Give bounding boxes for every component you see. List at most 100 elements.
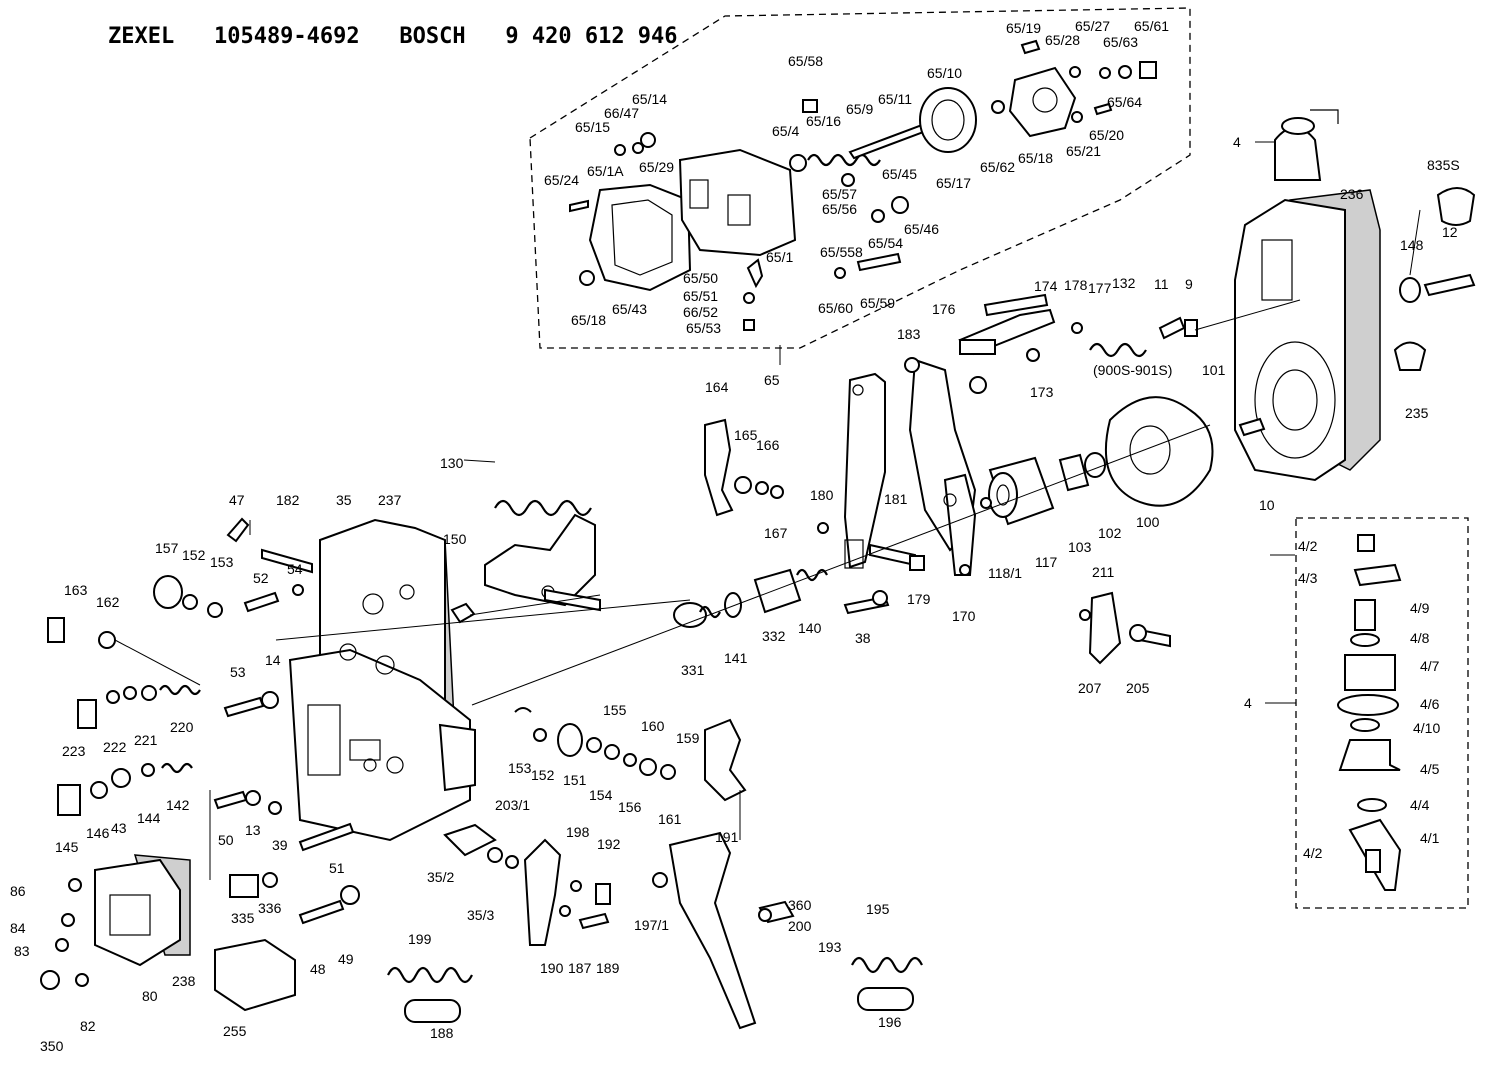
part-label: 65/64 — [1107, 94, 1142, 110]
part-label: 4/2 — [1303, 845, 1323, 861]
part-label: 199 — [408, 931, 432, 947]
part-label: 148 — [1400, 237, 1424, 253]
part-label: 153 — [210, 554, 234, 570]
part-label: 145 — [55, 839, 79, 855]
part-label: 65/1 — [766, 249, 793, 265]
part-label: 174 — [1034, 278, 1058, 294]
part-label: 182 — [276, 492, 300, 508]
part-label: 65/10 — [927, 65, 962, 81]
part-label: 192 — [597, 836, 621, 852]
pump-body-35 — [288, 518, 476, 842]
part-label: 195 — [866, 901, 890, 917]
part-label: 65/59 — [860, 295, 895, 311]
part-label: 157 — [155, 540, 179, 556]
part-label: 65/17 — [936, 175, 971, 191]
part-label: 65 — [764, 372, 780, 388]
part-label: 191 — [715, 829, 739, 845]
part-label: 193 — [818, 939, 842, 955]
part-label: 4/3 — [1298, 570, 1318, 586]
part-label: 4 — [1233, 134, 1241, 150]
part-label: 66/47 — [604, 105, 639, 121]
part-label: 80 — [142, 988, 158, 1004]
part-label: 236 — [1340, 186, 1364, 202]
part-label: 835S — [1427, 157, 1460, 173]
part-label: 65/16 — [806, 113, 841, 129]
part-label: 235 — [1405, 405, 1429, 421]
part-label: 223 — [62, 743, 86, 759]
part-label: 38 — [855, 630, 871, 646]
spring-132 — [1089, 342, 1147, 358]
part-label: 161 — [658, 811, 682, 827]
part-label: 65/1A — [587, 163, 624, 179]
part-label: 65/21 — [1066, 143, 1101, 159]
part-label: 102 — [1098, 525, 1122, 541]
cover-80 — [40, 854, 296, 1012]
part-label: 47 — [229, 492, 245, 508]
detail-group-4 — [1337, 534, 1402, 891]
part-label: 189 — [596, 960, 620, 976]
part-label: 35/2 — [427, 869, 454, 885]
part-label: 141 — [724, 650, 748, 666]
part-label: 65/50 — [683, 270, 718, 286]
part-label: 350 — [40, 1038, 64, 1054]
leader-lines — [114, 141, 1421, 880]
lever-150 — [484, 513, 596, 607]
part-label: 84 — [10, 920, 26, 936]
part-label: 65/15 — [575, 119, 610, 135]
part-label: 43 — [111, 820, 127, 836]
shaft-150 — [544, 588, 601, 612]
part-label: 49 — [338, 951, 354, 967]
part-label: 4/7 — [1420, 658, 1440, 674]
part-label: 118/1 — [988, 565, 1022, 581]
part-label: 146 — [86, 825, 110, 841]
group-4-outline — [1295, 517, 1469, 909]
part-label: 331 — [681, 662, 705, 678]
part-label: 237 — [378, 492, 402, 508]
middle-parts — [673, 568, 890, 628]
part-label: 153 — [508, 760, 532, 776]
right-side-parts — [1079, 591, 1171, 665]
part-label: 65/54 — [868, 235, 903, 251]
part-label: 142 — [166, 797, 190, 813]
part-label: 65/9 — [846, 101, 873, 117]
part-label: 4/1 — [1420, 830, 1440, 846]
part-label: 178 — [1064, 277, 1088, 293]
part-label: 222 — [103, 739, 127, 755]
part-label: 9 — [1185, 276, 1193, 292]
part-label: 117 — [1035, 554, 1058, 570]
part-label: 188 — [430, 1025, 454, 1041]
part-label: 167 — [764, 525, 788, 541]
part-label: 200 — [788, 918, 812, 934]
part-label: 48 — [310, 961, 326, 977]
part-label: (900S-901S) — [1093, 362, 1172, 378]
part-label: 164 — [705, 379, 729, 395]
part-label: 207 — [1078, 680, 1102, 696]
part-label: 163 — [64, 582, 88, 598]
part-label: 177 — [1088, 280, 1112, 296]
part-label: 103 — [1068, 539, 1092, 555]
part-label: 65/18 — [571, 312, 606, 328]
left-side-parts — [47, 517, 476, 925]
part-label: 65/58 — [788, 53, 823, 69]
part-label: 65/18 — [1018, 150, 1053, 166]
part-label: 155 — [603, 702, 627, 718]
part-label: 65/61 — [1134, 18, 1169, 34]
part-label: 165 — [734, 427, 758, 443]
part-label: 65/51 — [683, 288, 718, 304]
part-label: 173 — [1030, 384, 1054, 400]
part-label: 65/62 — [980, 159, 1015, 175]
part-label: 65/43 — [612, 301, 647, 317]
lower-middle-parts — [404, 707, 914, 1030]
part-label: 152 — [182, 547, 206, 563]
group-65-outline — [529, 7, 1191, 349]
part-label: 53 — [230, 664, 246, 680]
governor-cover-group — [569, 39, 1157, 331]
part-label: 4 — [1244, 695, 1252, 711]
part-label: 170 — [952, 608, 976, 624]
part-label: 13 — [245, 822, 261, 838]
part-label: 332 — [762, 628, 786, 644]
part-label: 203/1 — [495, 797, 530, 813]
part-label: 12 — [1442, 224, 1458, 240]
part-label: 65/56 — [822, 201, 857, 217]
